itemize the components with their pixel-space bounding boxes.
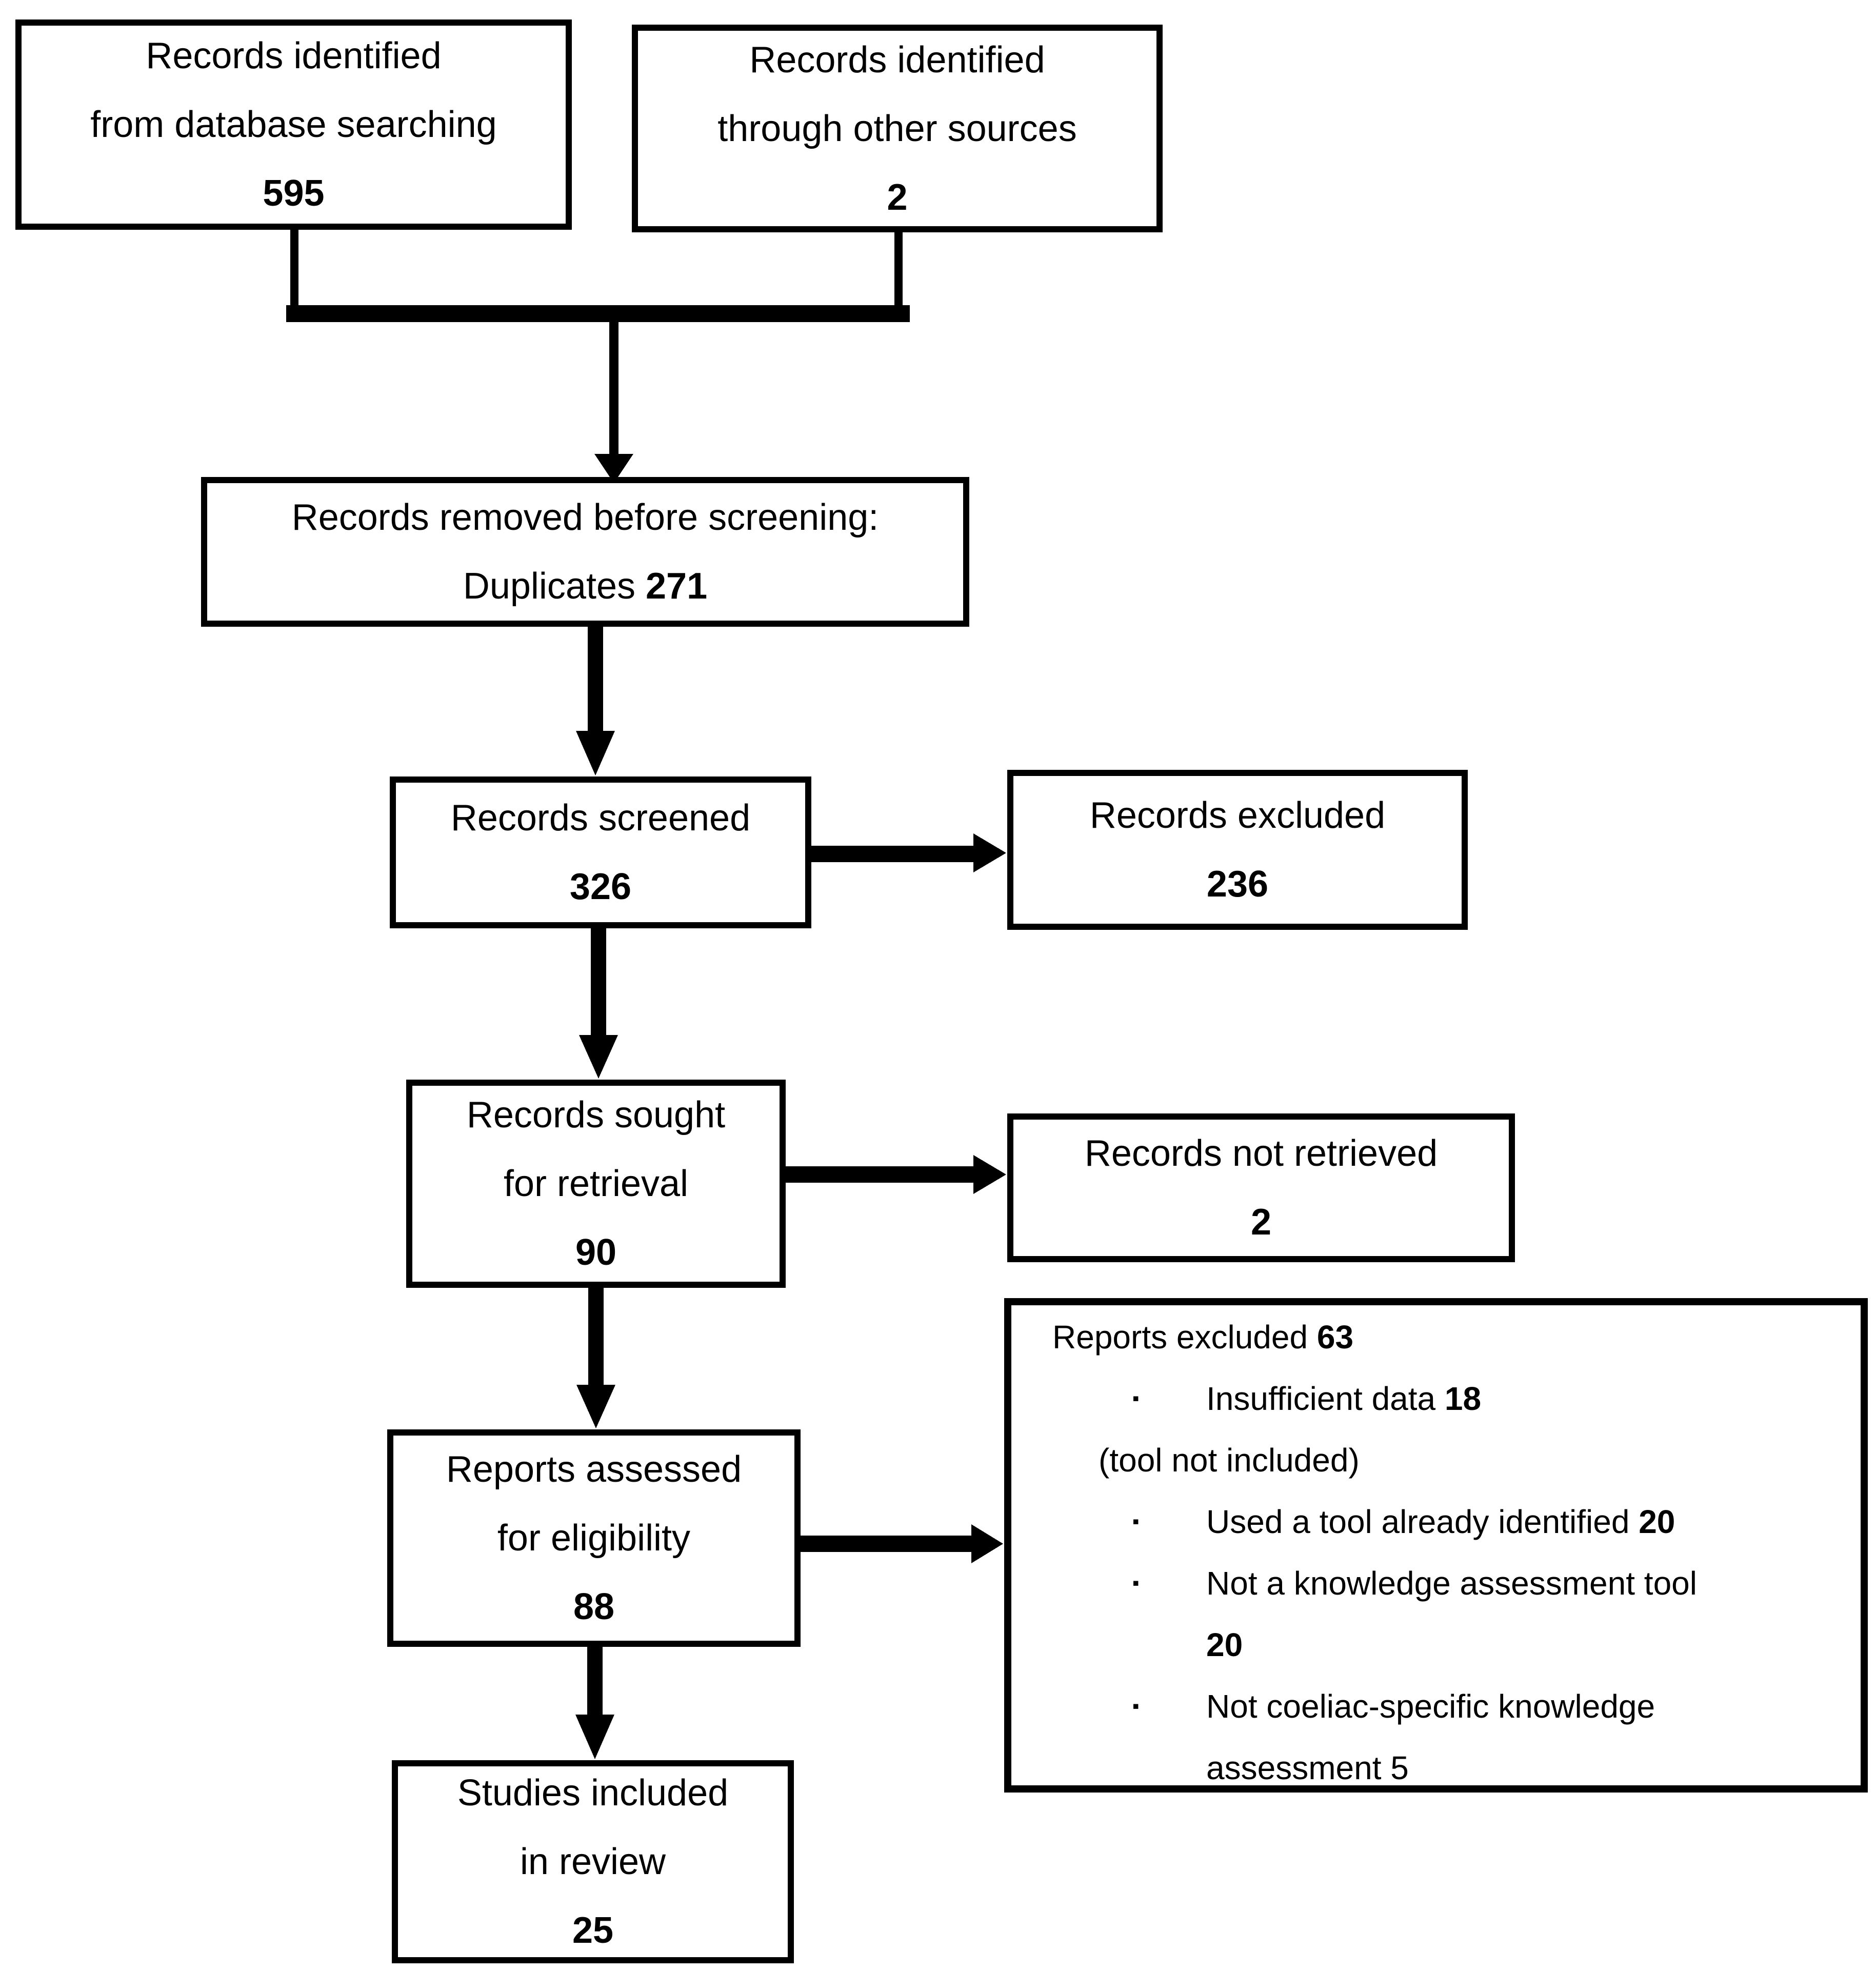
arrow-screened-to-excluded-head [973, 833, 1006, 872]
duplicates-count: 271 [646, 566, 708, 607]
arrow-assessed-to-included-shaft [587, 1647, 603, 1716]
exclusion-note-tool-not-included: (tool not included) [1099, 1442, 1360, 1479]
box-count: 88 [573, 1586, 615, 1627]
arrow-sought-to-notretrieved-shaft [786, 1166, 974, 1183]
exclusion-reason-not-coeliac-specific: ▪ Not coeliac-specific knowledge assessm… [1011, 1676, 1845, 1799]
connector-db-stub [290, 228, 298, 318]
box-count: 326 [569, 866, 632, 907]
connector-merge-bar [286, 305, 910, 322]
arrow-merge-to-removed-head [594, 454, 633, 483]
box-records-identified-database: Records identified from database searchi… [15, 19, 572, 230]
duplicates-label: Duplicates [463, 566, 646, 607]
box-text: Studies included in review [457, 1773, 729, 1882]
box-count: 595 [263, 173, 325, 214]
box-records-screened: Records screened 326 [390, 777, 811, 928]
reason-text: Not a knowledge assessment tool [1206, 1565, 1697, 1602]
arrow-screened-to-excluded-shaft [811, 846, 974, 862]
reason-text: Used a tool already identified [1206, 1503, 1639, 1540]
box-records-removed-before-screening: Records removed before screening: Duplic… [201, 477, 969, 627]
reports-excluded-count: 63 [1316, 1319, 1354, 1356]
reason-count: 20 [1639, 1503, 1675, 1540]
reason-text: Insufficient data [1206, 1380, 1445, 1417]
box-text: Records identified through other sources [717, 39, 1077, 149]
box-text: Records removed before screening: [291, 497, 879, 538]
arrow-sought-to-notretrieved-head [973, 1155, 1006, 1194]
box-count: 2 [1250, 1202, 1272, 1243]
arrow-screened-to-sought-shaft [591, 927, 606, 1036]
box-records-identified-other-sources: Records identified through other sources… [632, 25, 1163, 232]
exclusion-reason-not-knowledge-assessment-tool: ▪ Not a knowledge assessment tool 20 [1011, 1552, 1845, 1676]
arrow-assessed-to-reportsexcluded-shaft [800, 1536, 972, 1552]
box-subtext: Duplicates 271 [463, 552, 707, 621]
box-count: 2 [887, 176, 908, 218]
box-text: Records excluded [1089, 795, 1386, 836]
box-count: 236 [1206, 864, 1269, 905]
bullet-square-icon: ▪ [1132, 1696, 1140, 1717]
box-count: 25 [572, 1910, 614, 1951]
arrow-sought-to-assessed-head [576, 1385, 615, 1428]
bullet-square-icon: ▪ [1132, 1388, 1140, 1409]
box-text: Reports assessed for eligibility [446, 1449, 742, 1559]
arrow-screened-to-sought-head [579, 1035, 618, 1079]
exclusion-reason-insufficient-data: ▪ Insufficient data 18 [1011, 1368, 1845, 1429]
arrow-removed-to-screened-head [576, 731, 615, 775]
connector-other-stub [894, 231, 903, 318]
box-text: Records screened [450, 798, 751, 839]
arrow-merge-to-removed-shaft [609, 322, 618, 456]
bullet-square-icon: ▪ [1132, 1511, 1140, 1532]
box-reports-excluded-reasons: Reports excluded 63 ▪ Insufficient data … [1004, 1298, 1868, 1793]
reason-count: 20 [1206, 1626, 1243, 1663]
arrow-sought-to-assessed-shaft [588, 1287, 604, 1386]
reports-excluded-label: Reports excluded [1052, 1319, 1317, 1356]
box-records-sought-for-retrieval: Records sought for retrieval 90 [406, 1080, 786, 1288]
reports-excluded-title: Reports excluded 63 [1011, 1306, 1845, 1368]
reason-count: 18 [1444, 1380, 1482, 1417]
arrow-assessed-to-reportsexcluded-head [971, 1524, 1003, 1563]
bullet-square-icon: ▪ [1132, 1572, 1140, 1594]
box-text: Records identified from database searchi… [90, 35, 497, 145]
box-records-excluded: Records excluded 236 [1007, 770, 1468, 930]
reason-text-continued: assessment 5 [1206, 1749, 1409, 1786]
arrow-removed-to-screened-shaft [588, 627, 603, 732]
box-text: Records sought for retrieval [466, 1094, 726, 1204]
box-records-not-retrieved: Records not retrieved 2 [1007, 1113, 1515, 1262]
reason-text: Not coeliac-specific knowledge [1206, 1688, 1655, 1725]
exclusion-reason-tool-already-identified: ▪ Used a tool already identified 20 [1011, 1491, 1845, 1552]
box-studies-included-in-review: Studies included in review 25 [392, 1760, 794, 1963]
box-reports-assessed-for-eligibility: Reports assessed for eligibility 88 [387, 1429, 801, 1647]
arrow-assessed-to-included-head [575, 1715, 614, 1759]
box-count: 90 [575, 1232, 617, 1273]
box-text: Records not retrieved [1084, 1133, 1438, 1174]
